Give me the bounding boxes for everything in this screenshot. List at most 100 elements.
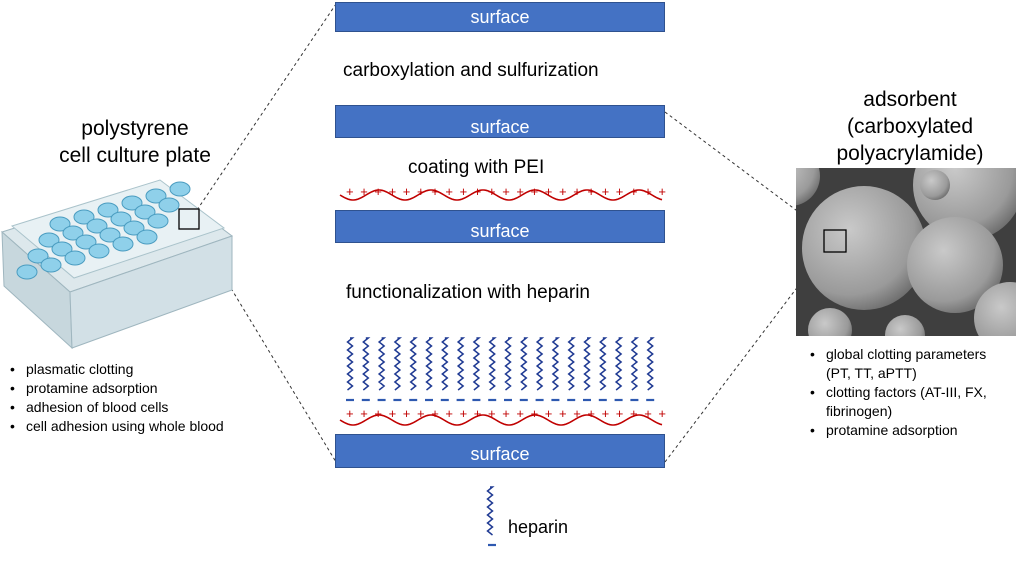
heparin-chain	[535, 337, 545, 391]
heparin-chain	[393, 337, 403, 391]
surface-bar-4: surface	[335, 434, 665, 468]
heparin-legend-icon	[486, 486, 495, 536]
connector-left-top	[196, 3, 337, 211]
surface-bar-3: surface	[335, 210, 665, 243]
positive-charge: +	[389, 406, 397, 421]
positive-charge: +	[616, 184, 624, 199]
heparin-chain	[630, 337, 640, 391]
positive-charge: +	[602, 406, 610, 421]
heparin-legend-label: heparin	[508, 517, 569, 537]
heparin-chain	[599, 337, 608, 391]
pei-layer-coating	[339, 189, 663, 201]
heparin-chain	[520, 337, 529, 391]
list-item: clotting factors (AT-III, FX,	[810, 383, 987, 402]
list-item-continuation: (PT, TT, aPTT)	[826, 365, 917, 381]
positive-charge: +	[573, 184, 581, 199]
heparin-chain	[456, 337, 466, 391]
plate-well	[49, 216, 71, 232]
positive-charge: +	[502, 406, 510, 421]
positive-charge: +	[516, 406, 524, 421]
heparin-chain	[362, 337, 371, 391]
positive-charge: +	[431, 184, 439, 199]
heparin-chain	[472, 337, 482, 391]
plate-well	[40, 257, 62, 273]
positive-charge: +	[445, 406, 453, 421]
pei-positive-charges-heparin: +++++++++++++++++++++++	[346, 406, 666, 421]
list-item: global clotting parameters	[810, 345, 987, 364]
connector-right-bottom	[664, 251, 825, 463]
pei-layer-heparin	[339, 414, 663, 426]
heparin-chain	[377, 337, 387, 391]
plate-well	[99, 227, 121, 243]
plate-well	[73, 209, 95, 225]
plate-well	[112, 236, 134, 252]
plate-well	[110, 211, 132, 227]
heparin-chain	[504, 337, 513, 391]
plate-well	[121, 195, 143, 211]
heparin-chain	[583, 337, 592, 391]
list-item-continuation: fibrinogen)	[826, 403, 893, 419]
plate-well	[134, 204, 156, 220]
positive-charge: +	[417, 184, 425, 199]
plate-well	[27, 248, 49, 264]
positive-charge: +	[445, 184, 453, 199]
plate-well	[136, 229, 158, 245]
heparin-chain	[614, 337, 624, 391]
plate-title-line2: cell culture plate	[59, 144, 211, 167]
surface-label: surface	[470, 117, 530, 137]
adsorbent-title: adsorbent (carboxylated polyacrylamide)	[800, 86, 1017, 167]
plate-well	[86, 218, 108, 234]
positive-charge: +	[488, 406, 496, 421]
plate-assay-list: plasmatic clotting protamine adsorption …	[8, 360, 224, 436]
surface-label: surface	[470, 444, 530, 464]
positive-charge: +	[587, 184, 595, 199]
positive-charge: +	[403, 406, 411, 421]
positive-charge: +	[431, 406, 439, 421]
positive-charge: +	[460, 184, 468, 199]
surface-bar-2: surface	[335, 105, 665, 138]
list-item: protamine adsorption	[10, 379, 224, 398]
cell-culture-plate-illustration	[1, 179, 234, 350]
positive-charge: +	[360, 406, 368, 421]
positive-charge: +	[658, 184, 666, 199]
positive-charge: +	[403, 184, 411, 199]
list-item: cell adhesion using whole blood	[10, 417, 224, 436]
plate-well	[145, 188, 167, 204]
positive-charge: +	[474, 184, 482, 199]
heparin-chain	[409, 337, 418, 391]
adsorbent-title-line3: polyacrylamide)	[836, 142, 984, 165]
positive-charge: +	[545, 184, 553, 199]
positive-charge: +	[630, 184, 638, 199]
heparin-chain	[488, 337, 497, 391]
positive-charge: +	[417, 406, 425, 421]
plate-well	[88, 243, 110, 259]
list-item: protamine adsorption	[810, 421, 987, 440]
plate-well	[62, 225, 84, 241]
plate-well	[75, 234, 97, 250]
adsorbent-assay-list: global clotting parameters (PT, TT, aPTT…	[808, 345, 987, 440]
heparin-chain	[551, 337, 561, 391]
surface-bar-1: surface	[335, 2, 665, 32]
positive-charge: +	[559, 406, 567, 421]
surface-label: surface	[470, 7, 530, 27]
plate-well	[158, 197, 180, 213]
heparin-chain	[425, 337, 434, 391]
positive-charge: +	[488, 184, 496, 199]
positive-charge: +	[644, 406, 652, 421]
positive-charge: +	[460, 406, 468, 421]
plate-well	[123, 220, 145, 236]
list-item: adhesion of blood cells	[10, 398, 224, 417]
adsorbent-title-line2: (carboxylated	[846, 115, 974, 138]
plate-well	[97, 202, 119, 218]
plate-title-line1: polystyrene	[81, 117, 189, 140]
plate-well	[64, 250, 86, 266]
plate-well	[169, 181, 191, 197]
positive-charge: +	[346, 406, 354, 421]
positive-charge: +	[389, 184, 397, 199]
positive-charge: +	[658, 406, 666, 421]
step-functionalization-heparin: functionalization with heparin	[346, 282, 590, 303]
heparin-chains	[346, 337, 655, 391]
positive-charge: +	[531, 184, 539, 199]
pei-positive-charges-coating: +++++++++++++++++++++++	[346, 184, 666, 199]
sem-zoom-box	[823, 229, 847, 253]
